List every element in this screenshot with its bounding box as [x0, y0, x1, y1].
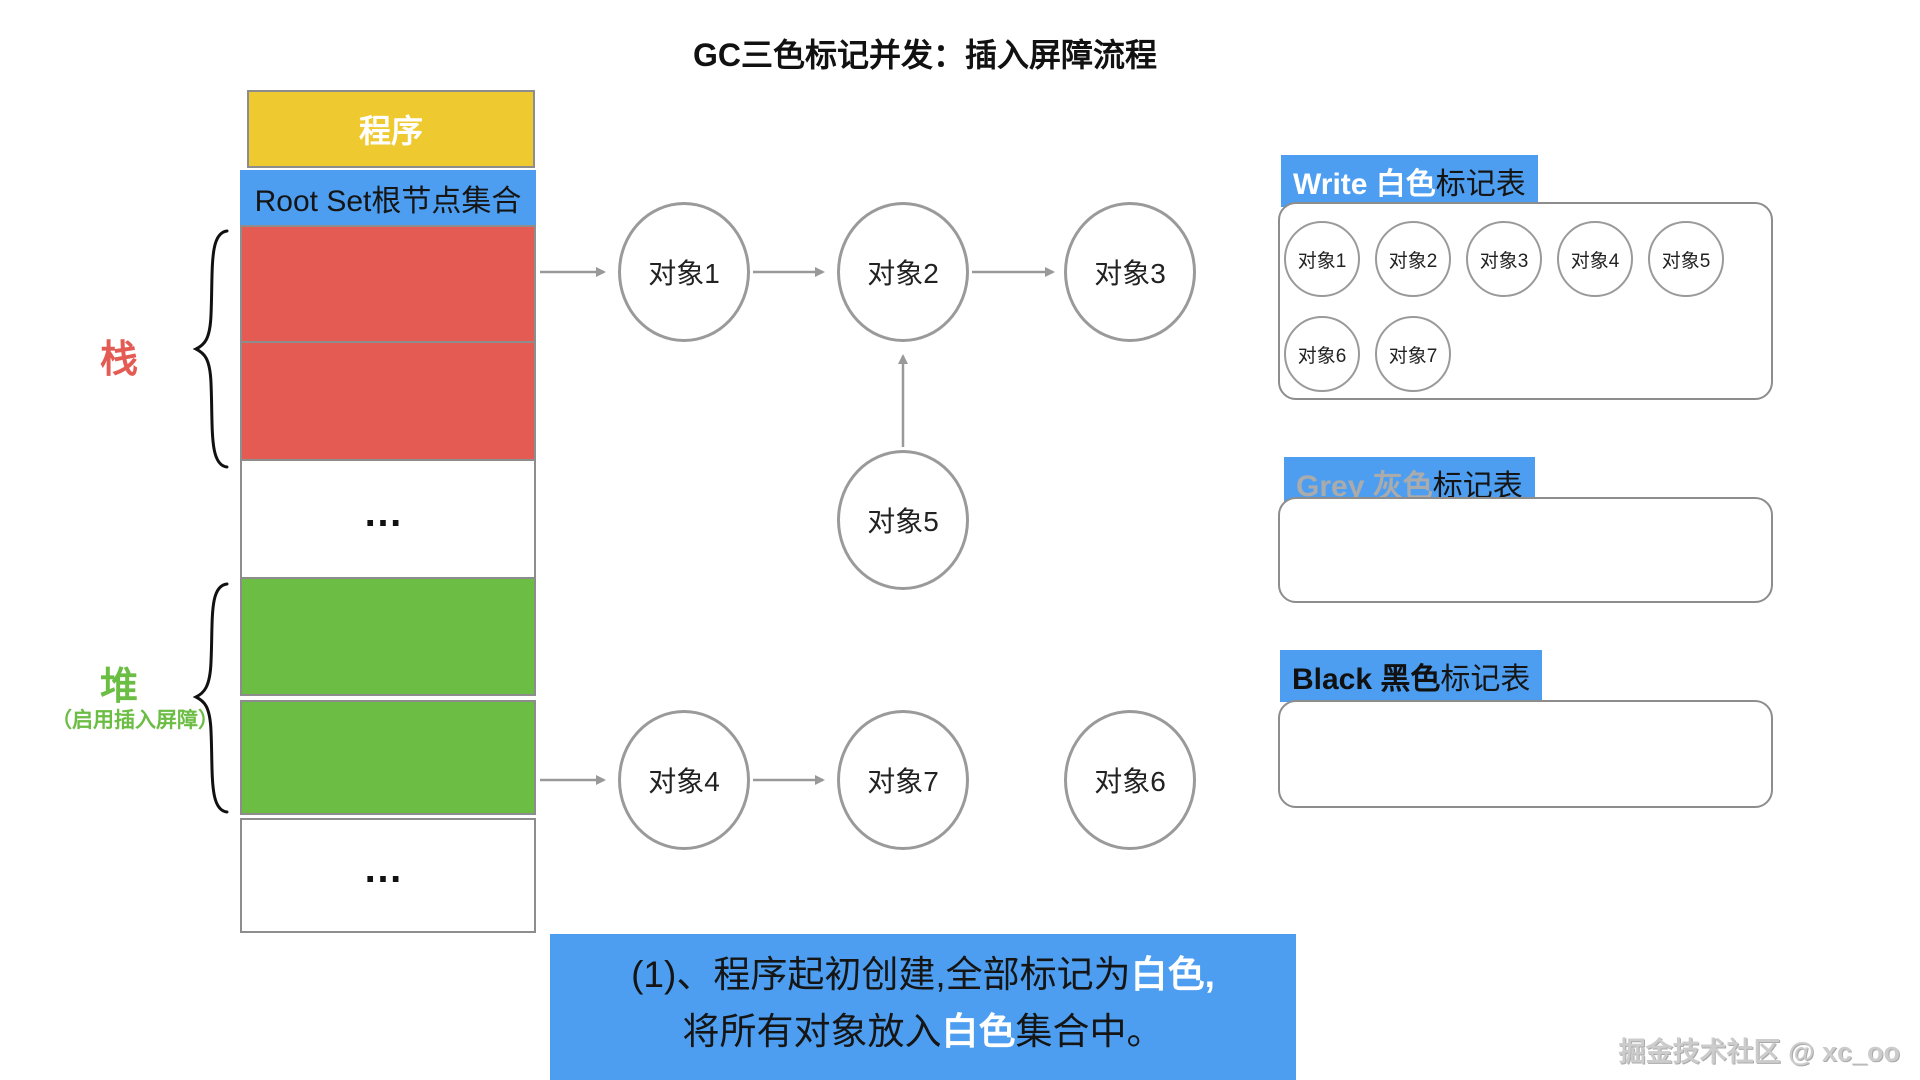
banner-line2-tail: 集合中。 [1015, 1011, 1164, 1052]
black-set-title-rest: 标记表 [1440, 663, 1531, 696]
node-obj4: 对象4 [618, 710, 750, 850]
step-banner-line1: (1)、程序起初创建,全部标记为白色, [550, 946, 1296, 1003]
white-set-item: 对象5 [1648, 221, 1724, 297]
banner-line1-text: (1)、程序起初创建,全部标记为 [631, 954, 1131, 995]
white-set-item: 对象6 [1284, 316, 1360, 392]
step-banner: (1)、程序起初创建,全部标记为白色, 将所有对象放入白色集合中。 [550, 934, 1296, 1080]
banner-line2-highlight: 白色 [941, 1011, 1016, 1052]
white-set-item: 对象4 [1557, 221, 1633, 297]
white-set-item: 对象7 [1375, 316, 1451, 392]
grey-set-panel [1278, 497, 1773, 603]
heap-slot-2 [240, 700, 536, 815]
page-title: GC三色标记并发：插入屏障流程 [692, 37, 1157, 73]
stack-slot-2 [240, 341, 536, 461]
banner-line2-text: 将所有对象放入 [682, 1011, 942, 1052]
banner-line1-highlight: 白色, [1130, 954, 1215, 995]
node-obj6: 对象6 [1064, 710, 1196, 850]
step-banner-line2: 将所有对象放入白色集合中。 [550, 1003, 1296, 1060]
white-set-title: Write 白色标记表 [1281, 155, 1538, 207]
white-set-title-rest: 标记表 [1435, 168, 1526, 201]
node-obj5: 对象5 [837, 450, 969, 590]
stack-label: 栈 [100, 339, 139, 381]
node-obj1: 对象1 [618, 202, 750, 342]
program-box: 程序 [247, 90, 535, 168]
node-obj7: 对象7 [837, 710, 969, 850]
heap-ellipsis-box: … [240, 818, 536, 933]
white-set-panel: 对象1 对象2 对象3 对象4 对象5 对象6 对象7 [1278, 202, 1773, 400]
watermark: 掘金技术社区 @ xc_oo [1618, 1037, 1900, 1067]
root-set-box: Root Set根节点集合 [240, 170, 536, 225]
white-set-item: 对象3 [1466, 221, 1542, 297]
stack-ellipsis-box: … [240, 459, 536, 579]
white-set-item: 对象1 [1284, 221, 1360, 297]
heap-brace-icon [192, 582, 229, 814]
black-set-title-highlight: Black 黑色 [1292, 663, 1441, 696]
heap-slot-1 [240, 577, 536, 696]
node-obj2: 对象2 [837, 202, 969, 342]
heap-label: 堆 [100, 666, 139, 708]
stack-slot-1 [240, 225, 536, 343]
white-set-title-highlight: Write 白色 [1293, 168, 1436, 201]
node-obj3: 对象3 [1064, 202, 1196, 342]
white-set-item: 对象2 [1375, 221, 1451, 297]
stack-brace-icon [192, 229, 229, 469]
black-set-title: Black 黑色标记表 [1280, 650, 1543, 702]
black-set-panel [1278, 700, 1773, 808]
heap-insert-barrier-note: （启用插入屏障） [51, 709, 219, 732]
